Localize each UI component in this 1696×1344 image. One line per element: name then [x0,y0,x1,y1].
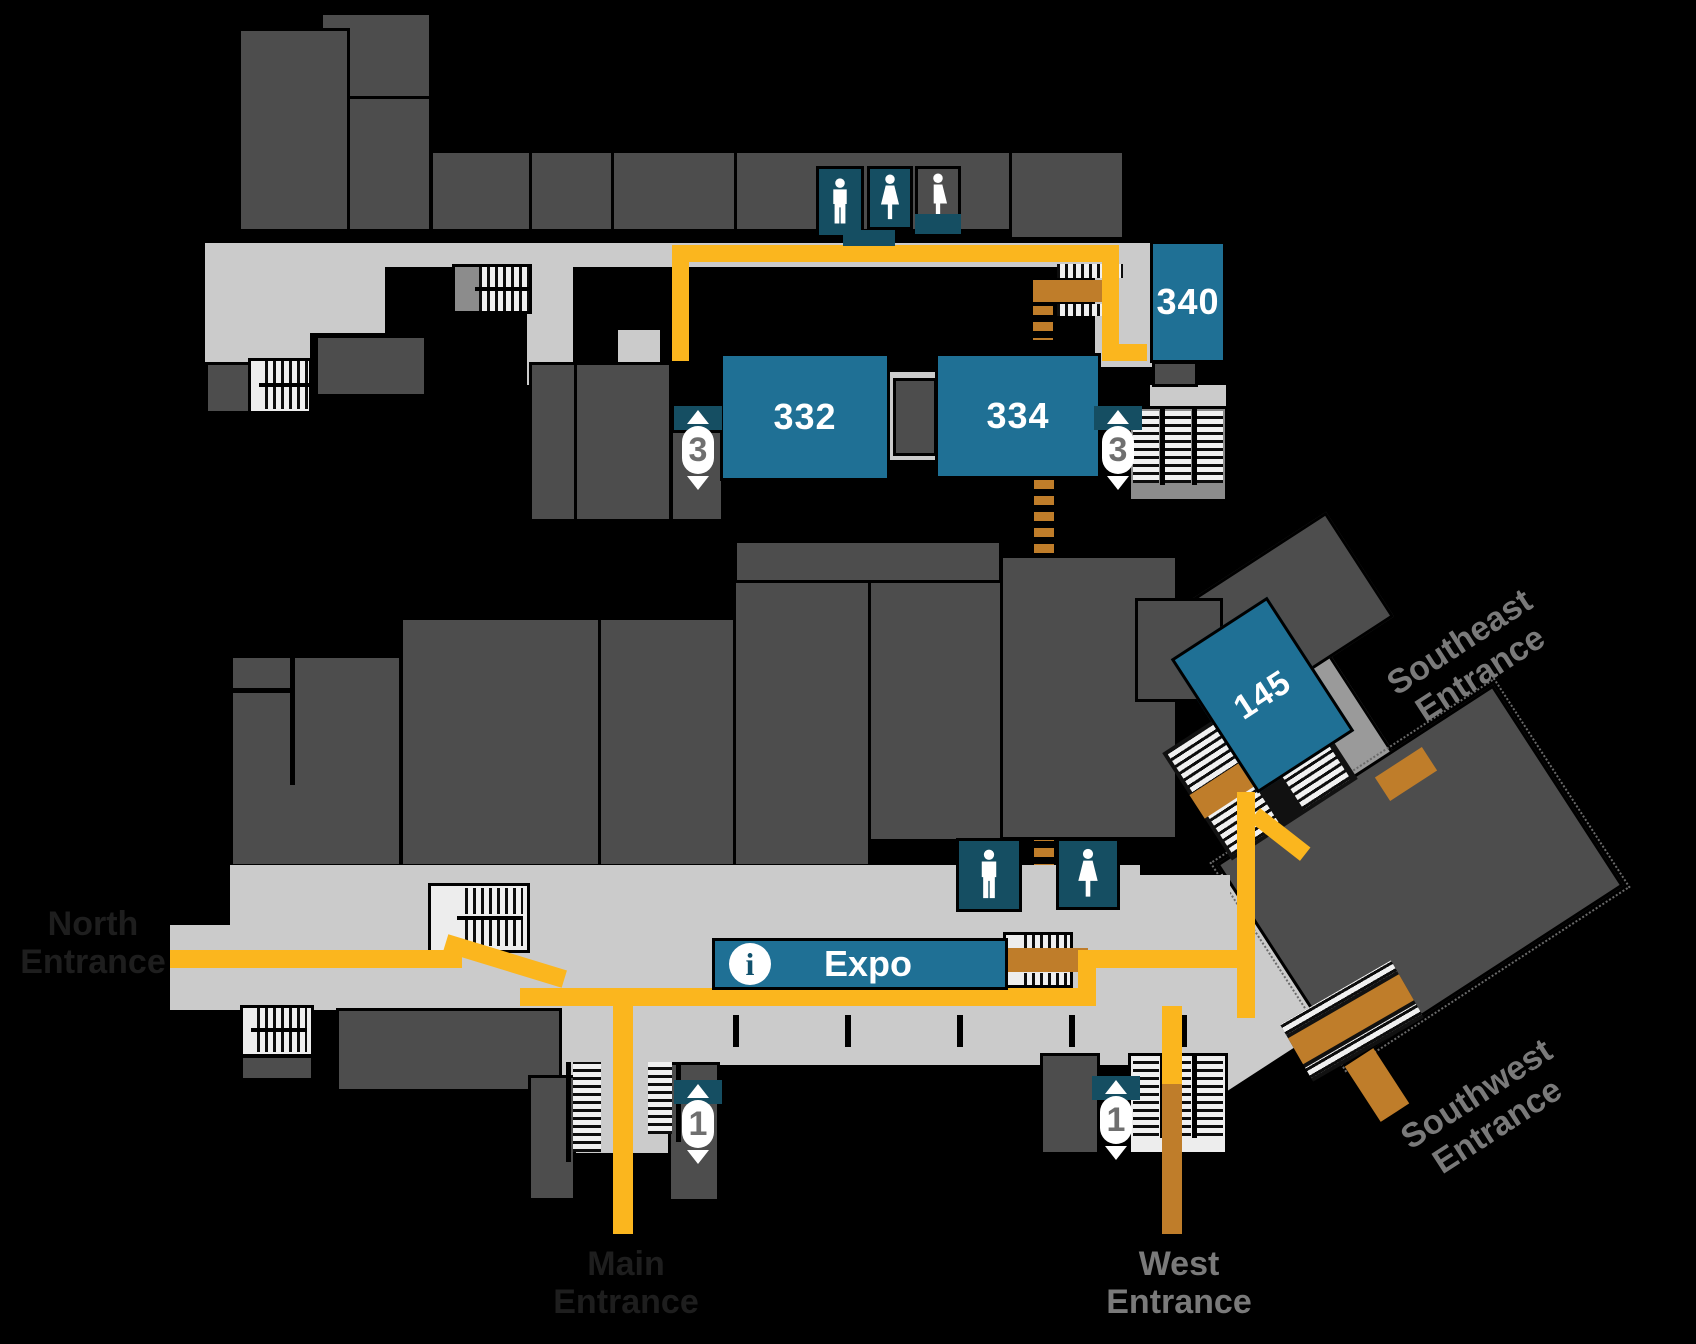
route-path-west-entrance [1162,1084,1182,1234]
room-block [1009,150,1125,240]
room-block [347,96,432,232]
elevator-floor-number: 3 [1108,430,1128,469]
elevator-floor-number: 3 [688,430,708,469]
wall-line [230,688,294,693]
room-334-label: 334 [986,395,1050,436]
room-block [230,655,402,867]
column-tick [1181,1015,1187,1047]
room-block [430,150,532,232]
route-path-north [170,950,462,968]
stairs [452,264,532,314]
corridor [1135,875,1230,1010]
column-tick [957,1015,963,1047]
route-path [1102,245,1119,361]
room-block [1152,361,1198,387]
room-block [598,617,736,867]
route-path [672,245,1119,262]
room-block [238,28,350,232]
route-path-main [520,988,1082,1006]
restroom-tile [843,230,895,246]
room-block [336,1008,562,1092]
route-path [1237,792,1255,1018]
room-block [733,580,871,867]
elevator-1-main[interactable]: 1 [674,1080,722,1172]
room-block [868,580,1003,842]
southwest-entrance-label[interactable]: Southwest Entrance [1394,1031,1569,1182]
column-tick [733,1015,739,1047]
wall-line [290,655,295,785]
info-icon[interactable]: i [729,943,771,985]
route-path-main-entrance [613,1006,633,1234]
elevator-floor-number: 1 [688,1104,708,1143]
room-block [400,617,601,867]
southwest-entrance-path [1344,1048,1410,1122]
west-entrance-label[interactable]: West Entrance [1106,1245,1252,1322]
restroom-tile [915,214,961,234]
corridor [205,263,310,373]
escalator [1004,948,1088,972]
expo-label: Expo [823,943,912,984]
up-arrow-icon [687,1084,709,1098]
route-path [672,245,689,361]
expo-hall[interactable]: i Expo [712,938,1008,990]
women-restroom-icon[interactable] [1056,838,1120,910]
up-arrow-icon [1107,410,1129,424]
up-arrow-icon [687,410,709,424]
room-block [315,335,427,397]
room-block [574,362,672,522]
column-tick [1069,1015,1075,1047]
room-340[interactable]: 340 [1150,241,1226,363]
stairs [1128,406,1228,502]
stairs [428,883,530,953]
elevator-3-right[interactable]: 3 [1094,406,1142,498]
elevator-1-west[interactable]: 1 [1092,1076,1140,1168]
men-restroom-icon[interactable] [956,838,1022,912]
room-block [240,1055,314,1081]
room-block [611,150,737,232]
room-block [529,150,614,232]
route-path-west [1162,1006,1182,1084]
down-arrow-icon [1105,1146,1127,1160]
room-340-label: 340 [1156,281,1220,322]
stairs [240,1005,314,1057]
column-tick [845,1015,851,1047]
up-arrow-icon [1105,1080,1127,1094]
room-block [1040,1053,1100,1155]
main-entrance-label[interactable]: Main Entrance [553,1245,699,1322]
room-block [734,540,1002,584]
down-arrow-icon [687,1150,709,1164]
wall-line [566,1062,571,1162]
room-block [205,362,255,414]
route-path [1102,344,1147,361]
women-restroom-icon[interactable] [867,166,913,230]
stairs [648,1062,672,1134]
elevator-floor-number: 1 [1106,1100,1126,1139]
room-145-label: 145 [1226,662,1298,727]
elevator-3-left[interactable]: 3 [674,406,722,498]
route-path [1078,950,1240,968]
men-restroom-icon[interactable] [816,166,864,238]
stairs [248,358,312,414]
room-332[interactable]: 332 [720,353,890,481]
room-334[interactable]: 334 [935,353,1101,479]
room-332-label: 332 [773,396,837,437]
stairs [573,1062,601,1152]
room-block [529,362,577,522]
down-arrow-icon [687,476,709,490]
north-entrance-label[interactable]: North Entrance [20,905,166,982]
room-block [893,378,937,456]
down-arrow-icon [1107,476,1129,490]
